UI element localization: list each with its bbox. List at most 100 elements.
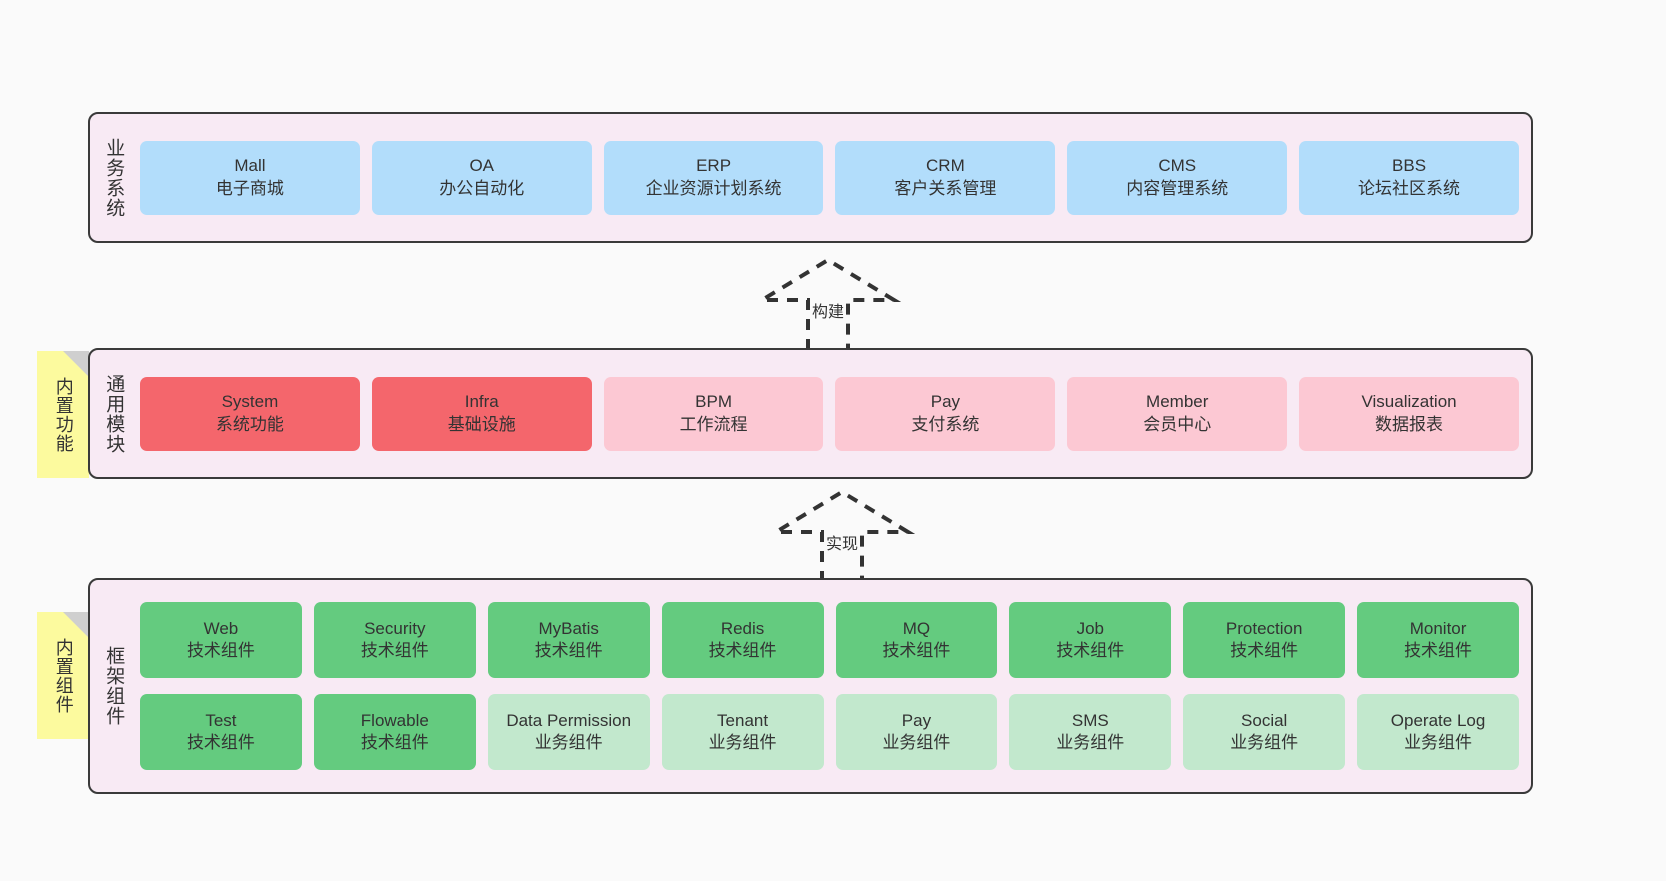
layer-cards-framework-components: Web 技术组件 Security 技术组件 MyBatis 技术组件 Redi… <box>136 580 1531 792</box>
card-subtitle: 技术组件 <box>1056 641 1125 660</box>
layer-framework-components: 框架组件 Web 技术组件 Security 技术组件 MyBatis 技术组件… <box>88 578 1533 794</box>
card-subtitle: 数据报表 <box>1375 414 1444 434</box>
card-subtitle: 系统功能 <box>215 414 284 434</box>
card-row: Test 技术组件 Flowable 技术组件 Data Permission … <box>140 694 1519 770</box>
card-subtitle: 工作流程 <box>679 414 748 434</box>
card-crm[interactable]: CRM 客户关系管理 <box>835 140 1056 215</box>
card-title: CRM <box>926 156 965 176</box>
card-title: Flowable <box>360 710 429 730</box>
layer-common-modules: 通用模块 System 系统功能 Infra 基础设施 BPM 工作流程 Pay… <box>88 348 1533 479</box>
dashed-arrow-up-icon <box>768 489 916 582</box>
card-web[interactable]: Web 技术组件 <box>140 602 302 678</box>
card-bpm[interactable]: BPM 工作流程 <box>603 376 824 451</box>
card-social[interactable]: Social 业务组件 <box>1183 694 1346 770</box>
card-subtitle: 技术组件 <box>186 641 255 660</box>
layer-cards-common-modules: System 系统功能 Infra 基础设施 BPM 工作流程 Pay 支付系统… <box>136 350 1531 477</box>
card-row: Web 技术组件 Security 技术组件 MyBatis 技术组件 Redi… <box>140 602 1519 678</box>
card-subtitle: 业务组件 <box>1404 733 1473 752</box>
card-infra[interactable]: Infra 基础设施 <box>371 376 592 451</box>
card-operate-log[interactable]: Operate Log 业务组件 <box>1357 694 1519 770</box>
layer-label-common-modules: 通用模块 <box>103 373 125 454</box>
dashed-arrow-up-icon <box>754 257 902 350</box>
card-subtitle: 技术组件 <box>1404 641 1473 660</box>
card-subtitle: 技术组件 <box>360 641 429 660</box>
card-sms[interactable]: SMS 业务组件 <box>1009 694 1172 770</box>
card-system[interactable]: System 系统功能 <box>140 376 360 451</box>
card-flowable[interactable]: Flowable 技术组件 <box>313 694 476 770</box>
card-title: Member <box>1146 392 1209 412</box>
card-redis[interactable]: Redis 技术组件 <box>661 602 824 678</box>
card-title: Operate Log <box>1390 710 1486 730</box>
card-subtitle: 基础设施 <box>447 414 516 434</box>
note-label: 内置功能 <box>53 376 74 453</box>
card-data-permission[interactable]: Data Permission 业务组件 <box>487 694 650 770</box>
card-monitor[interactable]: Monitor 技术组件 <box>1357 602 1519 678</box>
card-security[interactable]: Security 技术组件 <box>313 602 476 678</box>
card-subtitle: 技术组件 <box>186 733 255 752</box>
card-title: Monitor <box>1409 618 1467 638</box>
card-title: MQ <box>902 618 931 638</box>
card-subtitle: 会员中心 <box>1143 414 1212 434</box>
card-title: Infra <box>464 392 499 412</box>
card-pay-business[interactable]: Pay 业务组件 <box>835 694 998 770</box>
card-subtitle: 业务组件 <box>534 733 603 752</box>
card-cms[interactable]: CMS 内容管理系统 <box>1067 140 1288 215</box>
layer-business-systems: 业务系统 Mall 电子商城 OA 办公自动化 ERP 企业资源计划系统 CRM… <box>88 112 1533 243</box>
card-title: Redis <box>720 618 765 638</box>
card-visualization[interactable]: Visualization 数据报表 <box>1299 376 1519 451</box>
card-subtitle: 论坛社区系统 <box>1358 178 1461 198</box>
card-erp[interactable]: ERP 企业资源计划系统 <box>603 140 824 215</box>
card-oa[interactable]: OA 办公自动化 <box>371 140 592 215</box>
layer-label-framework-components: 框架组件 <box>103 646 125 726</box>
card-title: Protection <box>1225 618 1303 638</box>
card-protection[interactable]: Protection 技术组件 <box>1183 602 1346 678</box>
card-mybatis[interactable]: MyBatis 技术组件 <box>487 602 650 678</box>
card-subtitle: 业务组件 <box>1056 733 1125 752</box>
card-title: CMS <box>1158 156 1197 176</box>
card-subtitle: 电子商城 <box>215 178 284 198</box>
card-subtitle: 支付系统 <box>911 414 980 434</box>
card-title: Mall <box>234 156 266 176</box>
card-subtitle: 办公自动化 <box>439 178 525 198</box>
card-title: ERP <box>696 156 732 176</box>
card-title: Web <box>203 618 239 638</box>
card-job[interactable]: Job 技术组件 <box>1009 602 1172 678</box>
card-subtitle: 技术组件 <box>708 641 777 660</box>
card-title: Pay <box>930 392 961 412</box>
card-title: BPM <box>695 392 732 412</box>
connector-implement: 实现 <box>762 486 922 584</box>
card-title: OA <box>469 156 495 176</box>
card-pay[interactable]: Pay 支付系统 <box>835 376 1056 451</box>
note-builtin-features: 内置功能 <box>37 351 89 478</box>
card-subtitle: 企业资源计划系统 <box>645 178 782 198</box>
card-title: Visualization <box>1361 392 1457 412</box>
card-title: MyBatis <box>538 618 599 638</box>
card-title: Tenant <box>717 710 769 730</box>
card-mall[interactable]: Mall 电子商城 <box>140 140 360 215</box>
layer-cards-business-systems: Mall 电子商城 OA 办公自动化 ERP 企业资源计划系统 CRM 客户关系… <box>136 114 1531 241</box>
card-title: Social <box>1241 710 1288 730</box>
card-subtitle: 技术组件 <box>882 641 951 660</box>
card-member[interactable]: Member 会员中心 <box>1067 376 1288 451</box>
card-subtitle: 客户关系管理 <box>894 178 997 198</box>
card-test[interactable]: Test 技术组件 <box>140 694 302 770</box>
card-title: SMS <box>1071 710 1109 730</box>
connector-build: 构建 <box>748 254 908 352</box>
card-subtitle: 业务组件 <box>708 733 777 752</box>
card-subtitle: 技术组件 <box>360 733 429 752</box>
card-subtitle: 技术组件 <box>1230 641 1299 660</box>
card-subtitle: 技术组件 <box>534 641 603 660</box>
note-builtin-components: 内置组件 <box>37 612 89 739</box>
card-bbs[interactable]: BBS 论坛社区系统 <box>1299 140 1519 215</box>
card-title: Pay <box>901 710 932 730</box>
card-title: Test <box>205 710 237 730</box>
layer-label-business-systems: 业务系统 <box>103 137 125 218</box>
card-title: BBS <box>1392 156 1427 176</box>
card-tenant[interactable]: Tenant 业务组件 <box>661 694 824 770</box>
note-label: 内置组件 <box>53 637 74 714</box>
card-subtitle: 内容管理系统 <box>1126 178 1229 198</box>
card-subtitle: 业务组件 <box>882 733 951 752</box>
card-title: Job <box>1076 618 1105 638</box>
card-mq[interactable]: MQ 技术组件 <box>835 602 998 678</box>
